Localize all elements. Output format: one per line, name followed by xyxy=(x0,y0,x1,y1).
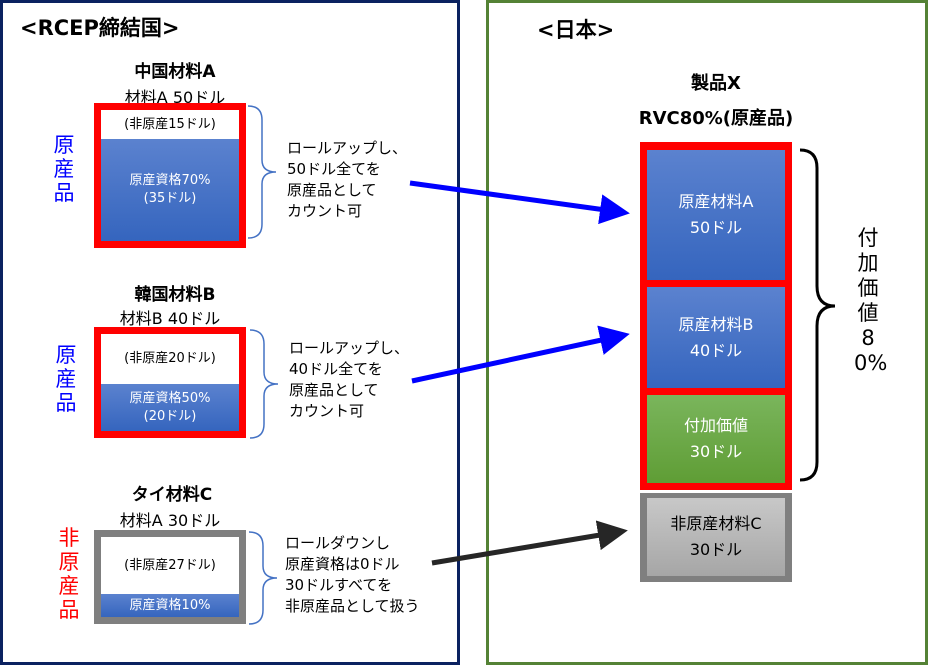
japan-panel xyxy=(486,0,928,665)
origin-material-b-block: 原産材料B 40ドル xyxy=(647,287,785,388)
material-c-amount: 材料A 30ドル xyxy=(119,511,221,530)
material-b-title: 韓国材料B xyxy=(134,285,216,305)
rvc-label: RVC80%(原産品) xyxy=(638,108,794,129)
material-b-origin-amount: (20ドル) xyxy=(143,408,197,424)
block-b-amount: 40ドル xyxy=(689,340,743,360)
value-added-label: 付加価値 xyxy=(683,416,748,435)
material-c-note: ロールダウンし 原産資格は0ドル 30ドルすべてを 非原産品として扱う xyxy=(285,534,420,615)
brace-value-added xyxy=(799,148,836,482)
material-b-origin-rate: 原産資格50% xyxy=(129,390,211,406)
block-a-label: 原産材料A xyxy=(678,192,754,211)
material-c-title: タイ材料C xyxy=(131,485,213,505)
arrow-c xyxy=(431,520,628,566)
material-a-origin: 原産資格70% (35ドル) xyxy=(101,139,239,241)
material-a-status: 原産品 xyxy=(53,133,75,205)
material-b-box: (非原産20ドル) 原産資格50% (20ドル) xyxy=(94,327,246,438)
product-title: 製品X xyxy=(691,73,741,94)
material-a-title: 中国材料A xyxy=(134,62,216,82)
block-c-label: 非原産材料C xyxy=(670,514,762,533)
non-origin-material-c-block: 非原産材料C 30ドル xyxy=(647,498,785,576)
material-b-note: ロールアップし、 40ドル全てを 原産品として カウント可 xyxy=(289,339,410,420)
material-a-origin-amount: (35ドル) xyxy=(143,191,197,206)
brace-a xyxy=(247,105,277,239)
material-c-status: 非原産品 xyxy=(58,526,80,622)
value-added-amount: 30ドル xyxy=(689,442,743,461)
material-a-note: ロールアップし、 50ドル全てを 原産品として カウント可 xyxy=(287,139,408,220)
material-a-amount: 材料A 50ドル xyxy=(124,88,226,107)
arrow-b xyxy=(411,325,630,384)
brace-b xyxy=(249,329,279,439)
material-b-amount: 材料B 40ドル xyxy=(119,309,221,328)
brace-c xyxy=(248,531,278,625)
block-c-amount: 30ドル xyxy=(689,540,743,559)
material-a-box: (非原産15ドル) 原産資格70% (35ドル) xyxy=(94,103,246,248)
material-b-origin: 原産資格50% (20ドル) xyxy=(101,384,239,431)
arrow-a xyxy=(409,180,630,225)
material-a-non-origin: (非原産15ドル) xyxy=(101,110,239,139)
rcep-title: <RCEP締結国> xyxy=(20,16,180,40)
material-c-non-origin: (非原産27ドル) xyxy=(101,537,239,594)
japan-title: <日本> xyxy=(537,18,615,42)
block-b-label: 原産材料B xyxy=(678,314,754,334)
rcep-panel xyxy=(0,0,460,665)
block-a-amount: 50ドル xyxy=(689,218,743,237)
value-added-80-label: 付加価値80% xyxy=(854,226,888,375)
material-c-box: (非原産27ドル) 原産資格10% xyxy=(94,530,246,624)
material-b-status: 原産品 xyxy=(55,343,77,415)
origin-material-a-block: 原産材料A 50ドル xyxy=(647,150,785,280)
material-c-origin: 原産資格10% xyxy=(101,594,239,617)
value-added-block: 付加価値 30ドル xyxy=(647,395,785,483)
material-a-origin-rate: 原産資格70% xyxy=(129,173,211,188)
material-b-non-origin: (非原産20ドル) xyxy=(101,334,239,384)
